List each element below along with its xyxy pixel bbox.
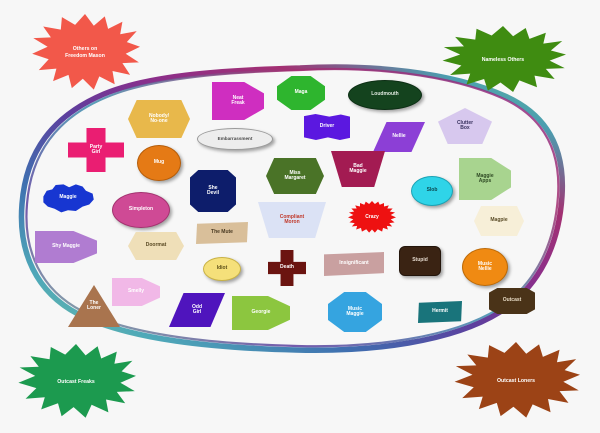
label-shape-outcast[interactable]: Outcast	[489, 288, 535, 314]
label-shape-text: Nellie	[392, 133, 406, 140]
label-shape-text: Crazy	[365, 214, 379, 221]
label-shape-text: Smelly	[127, 288, 145, 295]
label-shape-simpleton[interactable]: Simpleton	[112, 192, 170, 228]
label-shape-idiot[interactable]: Idiot	[203, 257, 241, 281]
label-shape-text: Maga	[294, 89, 308, 96]
label-shape-magpie[interactable]: Magpie	[474, 206, 524, 236]
label-shape-text: Compliant Moron	[279, 213, 305, 225]
label-shape-text: Shy Maggie	[52, 243, 80, 250]
label-shape-text: Simpleton	[128, 206, 154, 213]
label-shape-driver[interactable]: Driver	[304, 114, 350, 140]
label-shape-text: Georgie	[251, 309, 271, 316]
corner-star-label: Outcast Freaks	[57, 378, 95, 385]
label-shape-she-devil[interactable]: She Devil	[190, 170, 236, 212]
label-shape-text: Idiot	[216, 265, 228, 272]
label-shape-text: Music Nellie	[477, 260, 493, 272]
label-shape-text: Outcast	[502, 297, 522, 304]
label-shape-loudmouth[interactable]: Loudmouth	[348, 80, 422, 110]
label-shape-text: Clutter Box	[456, 119, 474, 131]
label-shape-doormat[interactable]: Doormat	[128, 232, 184, 260]
label-shape-text: She Devil	[207, 184, 219, 196]
label-shape-text: Mug	[153, 159, 165, 166]
label-shape-text: Odd Girl	[192, 303, 202, 315]
label-shape-the-mute[interactable]: The Mute	[196, 222, 248, 244]
label-shape-text: Party Girl	[89, 143, 103, 155]
label-shape-text: Miss Margaret	[284, 169, 306, 181]
label-shape-nobody-no-one[interactable]: Nobody/ No-one	[128, 100, 190, 138]
label-shape-text: Loudmouth	[371, 91, 399, 98]
label-shape-text: Maggie	[59, 194, 77, 201]
label-shape-text: Neat Freak	[231, 94, 245, 106]
label-shape-text: Death	[280, 264, 294, 271]
label-shape-text: The Loner	[87, 299, 101, 311]
label-shape-text: Music Maggie	[346, 305, 364, 317]
label-shape-music-nellie[interactable]: Music Nellie	[462, 248, 508, 286]
label-shape-music-maggie[interactable]: Music Maggie	[328, 292, 382, 332]
label-shape-miss-margaret[interactable]: Miss Margaret	[266, 158, 324, 194]
label-shape-bad-maggie[interactable]: Bad Maggie	[331, 151, 385, 187]
corner-star-label: Others on Freedom Mason	[65, 46, 105, 59]
corner-star-label: Outcast Loners	[496, 377, 536, 384]
label-shape-text: Hermit	[432, 308, 448, 315]
label-shape-slob[interactable]: Slob	[411, 176, 453, 206]
label-shape-text: Doormat	[145, 242, 167, 249]
label-shape-text: Slob	[426, 187, 438, 194]
label-shape-mug[interactable]: Mug	[137, 145, 181, 181]
label-shape-text: Embarrassment	[217, 135, 253, 141]
label-shape-hermit[interactable]: Hermit	[418, 301, 462, 323]
label-shape-text: Magpie	[490, 217, 508, 224]
label-shape-compliant-moron[interactable]: Compliant Moron	[258, 202, 326, 238]
label-shape-text: Insignificant	[339, 260, 369, 267]
label-shape-insignificant[interactable]: Insignificant	[324, 252, 384, 276]
label-shape-text: Maggie Apps	[476, 172, 494, 184]
label-shape-text: Bad Maggie	[349, 162, 367, 174]
label-shape-embarrassment[interactable]: Embarrassment	[197, 128, 273, 150]
label-shape-maga[interactable]: Maga	[277, 76, 325, 110]
label-shape-text: Nobody/ No-one	[149, 112, 169, 124]
label-shape-text: The Mute	[211, 229, 233, 236]
label-shape-text: Stupid	[412, 257, 428, 264]
corner-star-label: Nameless Others	[481, 56, 525, 63]
label-shape-stupid[interactable]: Stupid	[399, 246, 441, 276]
label-shape-text: Driver	[319, 123, 335, 130]
